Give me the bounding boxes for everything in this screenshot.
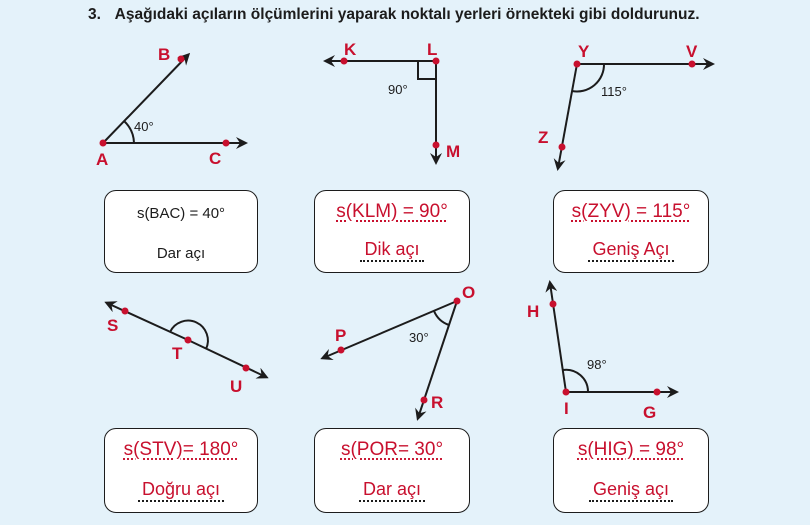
point-o bbox=[453, 297, 461, 305]
label-g: G bbox=[643, 403, 656, 422]
answer-box-stv: s(STV)= 180° Doğru açı bbox=[104, 428, 258, 513]
question-title: 3. Aşağıdaki açıların ölçümlerini yapara… bbox=[88, 6, 700, 24]
label-y: Y bbox=[578, 42, 590, 61]
measure-text: s(ZYV) = 115° bbox=[571, 201, 691, 222]
label-p: P bbox=[335, 326, 346, 345]
ray-op bbox=[320, 300, 458, 360]
straight-angle-arc bbox=[169, 319, 209, 350]
label-b: B bbox=[158, 45, 170, 64]
ray-tu bbox=[187, 339, 269, 379]
label-r: R bbox=[431, 393, 443, 412]
label-t: T bbox=[172, 344, 183, 363]
angle-arc bbox=[433, 310, 450, 326]
type-text: Doğru açı bbox=[137, 479, 225, 502]
label-l: L bbox=[427, 40, 437, 59]
angle-label-hig: 98° bbox=[587, 357, 607, 372]
point-l bbox=[432, 57, 440, 65]
answer-box-por: s(POR= 30° Dar açı bbox=[314, 428, 470, 513]
type-text: Dar açı bbox=[156, 245, 206, 262]
label-c: C bbox=[209, 149, 221, 168]
figure-angle-hig bbox=[545, 280, 679, 398]
point-u bbox=[242, 364, 250, 372]
ray-ih bbox=[545, 280, 567, 393]
ray-yz bbox=[553, 63, 578, 171]
answer-box-zyv: s(ZYV) = 115° Geniş Açı bbox=[553, 190, 709, 273]
angle-arc bbox=[123, 120, 135, 144]
question-number: 3. bbox=[88, 6, 101, 23]
point-k bbox=[340, 57, 348, 65]
figure-angle-zyv bbox=[553, 58, 715, 171]
right-angle-mark bbox=[417, 60, 437, 80]
point-m bbox=[432, 141, 440, 149]
point-z bbox=[558, 143, 566, 151]
point-y bbox=[573, 60, 581, 68]
type-text: Dik açı bbox=[360, 239, 424, 262]
measure-text: s(KLM) = 90° bbox=[336, 201, 448, 222]
question-text: Aşağıdaki açıların ölçümlerini yaparak n… bbox=[114, 6, 700, 23]
angle-arc bbox=[571, 63, 606, 93]
point-p bbox=[337, 346, 345, 354]
point-c bbox=[222, 139, 230, 147]
measure-text: s(BAC) = 40° bbox=[136, 205, 226, 222]
figure-angle-stu bbox=[104, 301, 269, 379]
measure-text: s(POR= 30° bbox=[340, 439, 444, 460]
label-a: A bbox=[96, 150, 108, 169]
label-i: I bbox=[564, 399, 569, 418]
ray-ab bbox=[102, 52, 191, 144]
type-text: Geniş Açı bbox=[588, 239, 674, 262]
measure-text: s(HIG) = 98° bbox=[577, 439, 685, 460]
point-t bbox=[184, 336, 192, 344]
point-v bbox=[688, 60, 696, 68]
point-b bbox=[177, 55, 185, 63]
point-r bbox=[420, 396, 428, 404]
type-text: Geniş açı bbox=[588, 479, 674, 502]
figure-angle-klm bbox=[323, 55, 442, 165]
angle-label-klm: 90° bbox=[388, 82, 408, 97]
answer-box-bac: s(BAC) = 40° Dar açı bbox=[104, 190, 258, 273]
label-u: U bbox=[230, 377, 242, 396]
answer-box-klm: s(KLM) = 90° Dik açı bbox=[314, 190, 470, 273]
measure-text: s(STV)= 180° bbox=[123, 439, 239, 460]
angle-arc bbox=[562, 368, 590, 393]
label-o: O bbox=[462, 283, 475, 302]
figure-angle-bac bbox=[102, 52, 248, 149]
angle-label-zyv: 115° bbox=[601, 84, 627, 99]
angle-label-por: 30° bbox=[409, 330, 429, 345]
point-i bbox=[562, 388, 570, 396]
point-a bbox=[99, 139, 107, 147]
angle-label-bac: 40° bbox=[134, 119, 154, 134]
type-text: Dar açı bbox=[358, 479, 426, 502]
label-v: V bbox=[686, 42, 698, 61]
point-g bbox=[653, 388, 661, 396]
label-k: K bbox=[344, 40, 357, 59]
label-s: S bbox=[107, 316, 118, 335]
label-m: M bbox=[446, 142, 460, 161]
point-h bbox=[549, 300, 557, 308]
label-h: H bbox=[527, 302, 539, 321]
ray-ts bbox=[104, 301, 189, 341]
answer-box-hig: s(HIG) = 98° Geniş açı bbox=[553, 428, 709, 513]
point-s bbox=[121, 307, 129, 315]
label-z: Z bbox=[538, 128, 548, 147]
